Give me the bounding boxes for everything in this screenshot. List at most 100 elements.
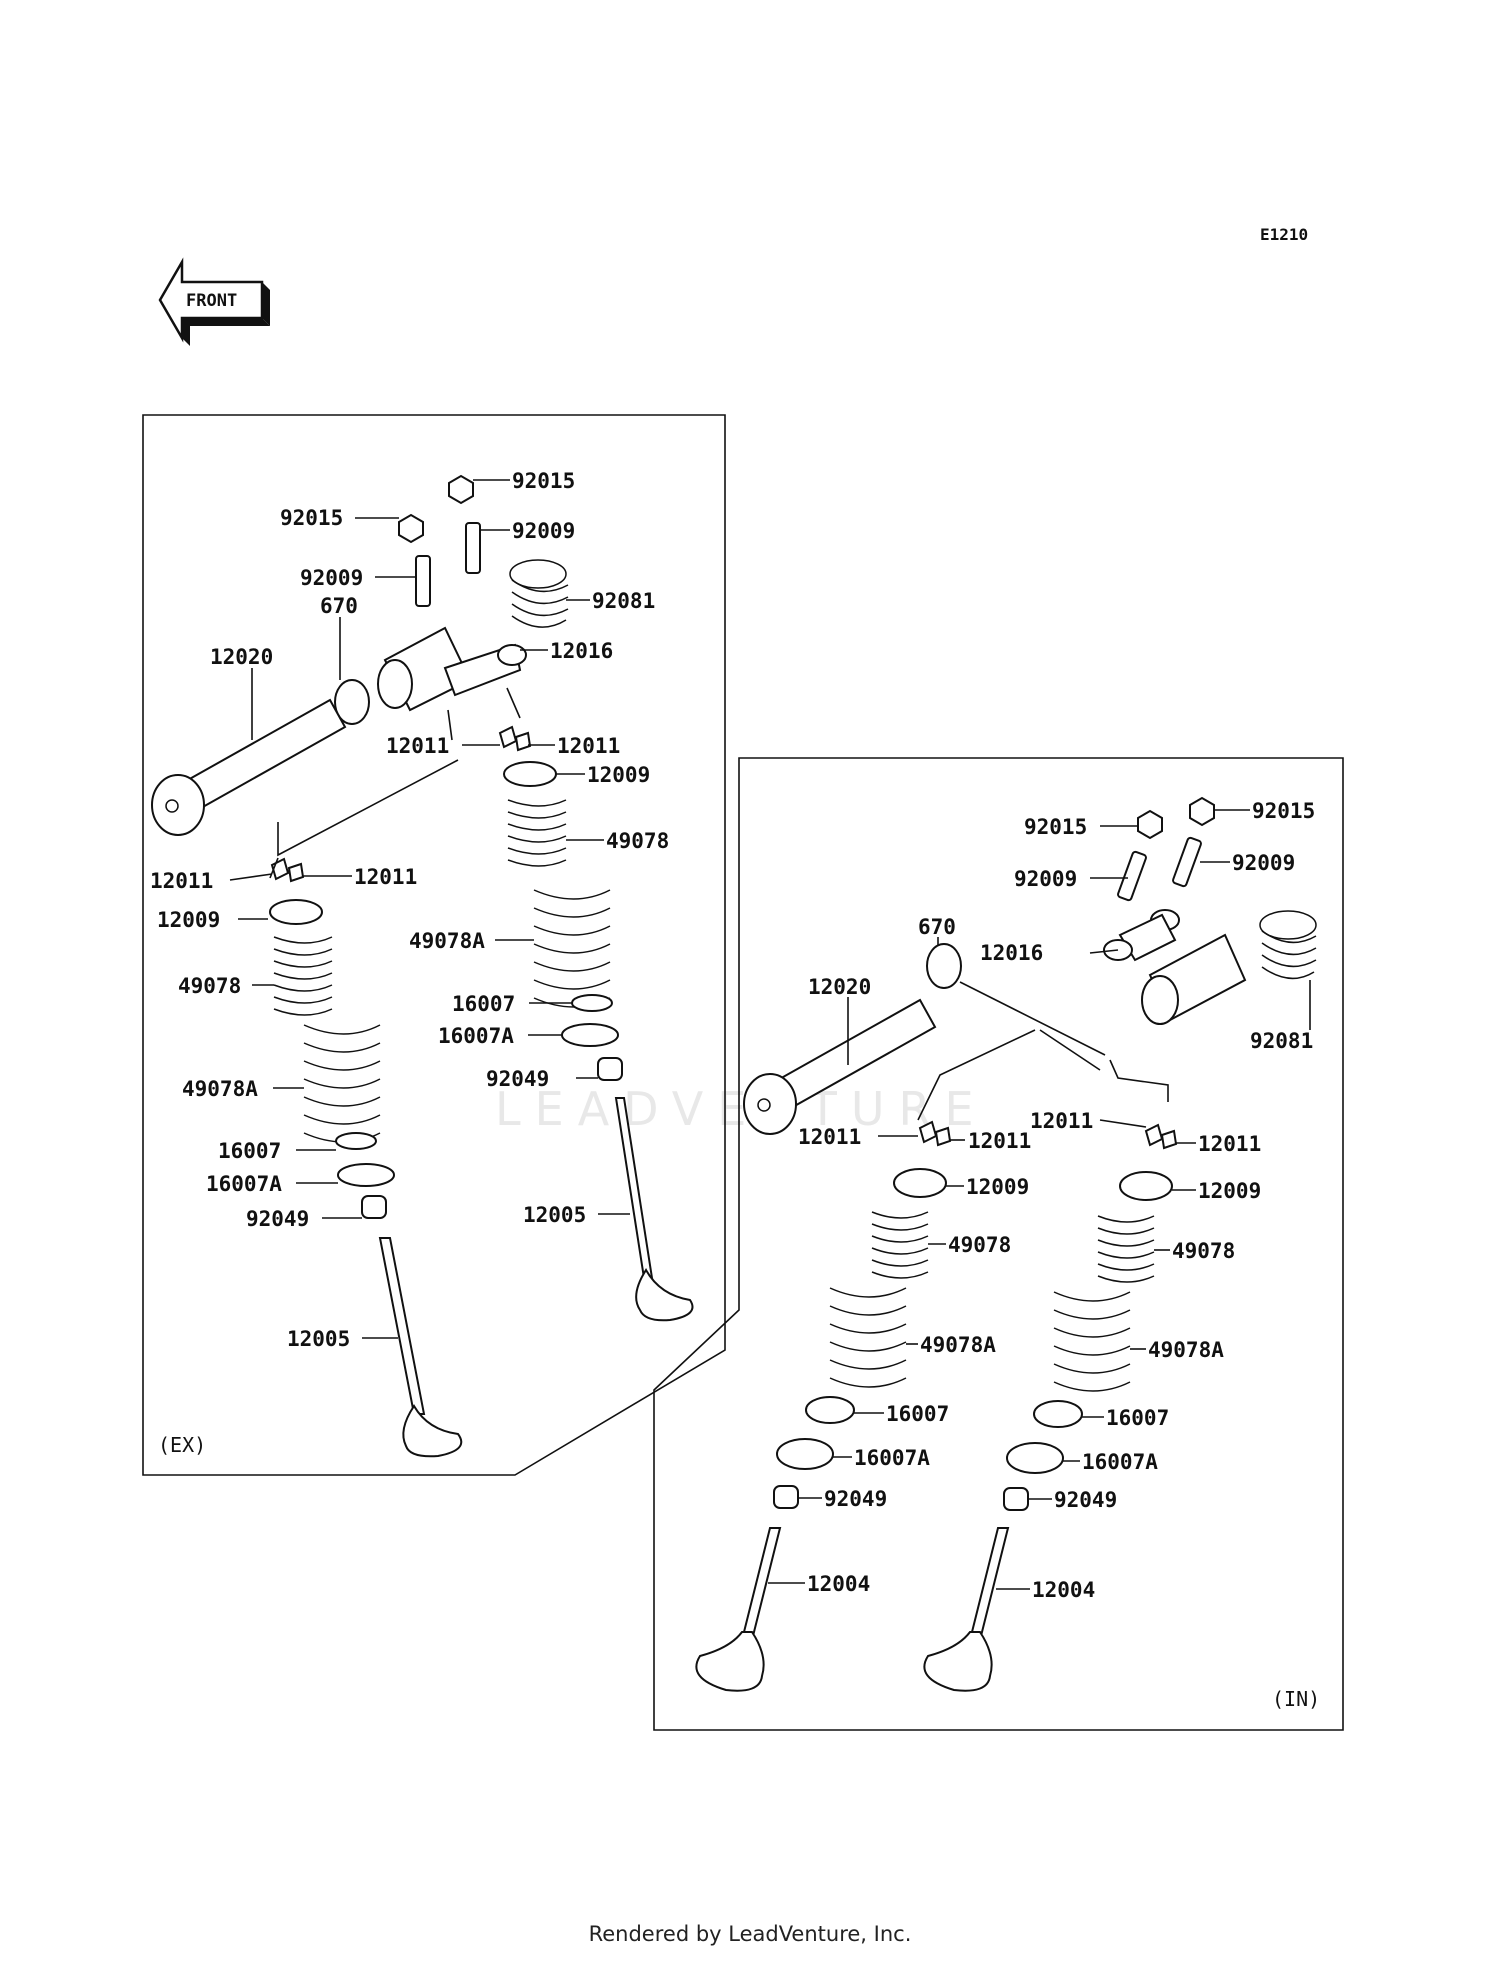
in-parts: [695, 796, 1317, 1692]
ex-parts: [151, 474, 694, 1458]
ex-rocker-arm-12016: [377, 626, 527, 712]
in-screw-92009-b: [1117, 850, 1147, 902]
in-callouts: 92015 92015 92009 92009 670 12016 12020 …: [798, 799, 1315, 1602]
in-spring-49078a-r: [1053, 1291, 1131, 1392]
ex-callout: 12011: [354, 865, 417, 889]
ex-callout: 670: [320, 594, 358, 618]
in-callout: 92015: [1252, 799, 1315, 823]
in-o-ring-670: [926, 943, 962, 989]
ex-callout: 12009: [157, 908, 220, 932]
ex-callout: 12009: [587, 763, 650, 787]
ex-seat-16007-l: [335, 1132, 377, 1150]
in-seat-16007-r: [1033, 1400, 1083, 1428]
diagram-code: E1210: [1260, 225, 1308, 244]
ex-callout: 49078A: [182, 1077, 258, 1101]
in-callout: 92015: [1024, 815, 1087, 839]
in-callout: 12004: [1032, 1578, 1095, 1602]
ex-valve-12005-l: [378, 1237, 463, 1458]
in-callout: 12009: [1198, 1179, 1261, 1203]
in-callout: 49078: [1172, 1239, 1235, 1263]
in-panel-frame: [653, 757, 1344, 1731]
in-retainer-12009-l: [893, 1168, 947, 1198]
ex-nut-92015-b: [398, 513, 424, 544]
ex-seat-16007a-l: [337, 1163, 395, 1187]
in-spring-49078-l: [871, 1211, 929, 1279]
ex-spring-49078a-r: [533, 889, 611, 1008]
ex-screw-92009-a: [465, 522, 481, 574]
ex-seat-16007a-r: [561, 1023, 619, 1047]
in-spring-92081: [1259, 910, 1317, 980]
ex-rocker-shaft-12020: [151, 698, 347, 836]
in-callout: 92009: [1232, 851, 1295, 875]
ex-stem-seal-92049-r: [597, 1057, 623, 1081]
in-callout: 16007A: [1082, 1450, 1158, 1474]
in-callout: 12020: [808, 975, 871, 999]
in-callout: 49078A: [1148, 1338, 1224, 1362]
front-label: FRONT: [186, 291, 237, 311]
in-callout: 16007: [886, 1402, 949, 1426]
in-valve-12004-l: [695, 1527, 782, 1692]
in-stem-seal-92049-r: [1003, 1487, 1029, 1511]
ex-screw-92009-b: [415, 555, 431, 607]
in-seat-16007a-l: [776, 1438, 834, 1470]
ex-callout: 92009: [300, 566, 363, 590]
front-arrow-icon: FRONT: [158, 257, 270, 346]
ex-nut-92015-a: [448, 474, 474, 505]
ex-callout: 92049: [486, 1067, 549, 1091]
ex-callout: 12011: [557, 734, 620, 758]
ex-retainer-12009-r: [503, 761, 557, 787]
in-callout: 16007A: [854, 1446, 930, 1470]
ex-o-ring-670: [334, 679, 370, 725]
in-callout: 92049: [1054, 1488, 1117, 1512]
ex-collet-12011-r: [498, 725, 532, 752]
in-valve-12004-r: [923, 1527, 1010, 1692]
in-collet-12011-r: [1144, 1123, 1178, 1150]
ex-callout: 12011: [150, 869, 213, 893]
in-callout: 49078: [948, 1233, 1011, 1257]
ex-valve-12005-r: [614, 1097, 694, 1322]
ex-callout: 12005: [287, 1327, 350, 1351]
in-callout: 16007: [1106, 1406, 1169, 1430]
ex-callout: 16007: [452, 992, 515, 1016]
ex-callout: 92049: [246, 1207, 309, 1231]
in-callout: 12009: [966, 1175, 1029, 1199]
in-stem-seal-92049-l: [773, 1485, 799, 1509]
in-seat-16007a-r: [1006, 1442, 1064, 1474]
in-seat-16007-l: [805, 1396, 855, 1424]
in-callout: 12011: [1198, 1132, 1261, 1156]
in-retainer-12009-r: [1119, 1171, 1173, 1201]
ex-callout: 92015: [280, 506, 343, 530]
ex-collet-12011-l: [270, 857, 305, 883]
render-credit: Rendered by LeadVenture, Inc.: [588, 1922, 912, 1946]
ex-seat-16007-r: [571, 994, 613, 1012]
ex-retainer-12009-l: [269, 899, 323, 925]
in-screw-92009-a: [1172, 836, 1202, 888]
in-callout: 12004: [807, 1572, 870, 1596]
watermark-text: LEADVENTURE: [495, 1082, 988, 1136]
ex-callout: 12016: [550, 639, 613, 663]
ex-callout: 49078: [178, 974, 241, 998]
in-callout: 12011: [968, 1129, 1031, 1153]
in-callout: 92009: [1014, 867, 1077, 891]
in-callout: 12011: [798, 1125, 861, 1149]
ex-callout: 49078A: [409, 929, 485, 953]
ex-stem-seal-92049-l: [361, 1195, 387, 1219]
in-callout: 49078A: [920, 1333, 996, 1357]
in-spring-49078-r: [1097, 1215, 1155, 1283]
in-panel-tag: (IN): [1272, 1687, 1320, 1711]
ex-spring-49078-r: [507, 799, 567, 867]
ex-panel-frame: [142, 414, 726, 1476]
ex-callout: 92015: [512, 469, 575, 493]
ex-callout: 92009: [512, 519, 575, 543]
ex-callout: 92081: [592, 589, 655, 613]
ex-callout: 12020: [210, 645, 273, 669]
ex-spring-92081: [509, 559, 569, 628]
ex-callout: 16007A: [438, 1024, 514, 1048]
in-collet-12011-l: [918, 1120, 952, 1147]
in-callout: 12016: [980, 941, 1043, 965]
in-nut-92015-b: [1137, 809, 1163, 840]
in-rocker-arm-12016: [1103, 909, 1247, 1025]
ex-panel-tag: (EX): [158, 1433, 206, 1457]
ex-callout: 16007: [218, 1139, 281, 1163]
